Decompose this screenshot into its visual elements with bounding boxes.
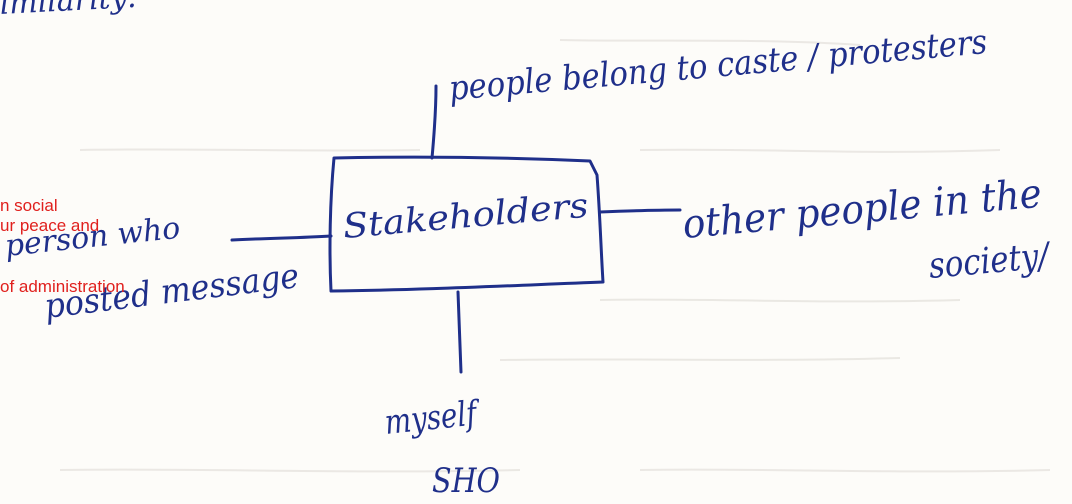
bottom-stakeholder-label-line2: SHO	[432, 461, 500, 501]
printed-overlay-line-1: n social	[0, 196, 58, 215]
right-connector-line	[598, 208, 682, 214]
top-stakeholder-label: people belong to caste / protesters	[447, 22, 988, 109]
center-box-label: Stakeholders	[341, 186, 590, 247]
left-connector-line	[230, 234, 333, 242]
printed-overlay-line-3: of administration	[0, 277, 125, 296]
top-connector-line	[430, 84, 438, 160]
bottom-connector-line	[456, 290, 463, 374]
stakeholders-box	[328, 155, 605, 293]
right-stakeholder-label-line2: society/	[927, 235, 1053, 287]
top-fragment-text: imilarity:	[0, 0, 138, 22]
bottom-stakeholder-label-line1: myself	[383, 393, 483, 443]
right-stakeholder-label-line1: other people in the	[681, 171, 1044, 248]
paper-bleed-through	[59, 39, 1051, 473]
printed-overlay-line-2: ur peace and	[0, 216, 100, 235]
